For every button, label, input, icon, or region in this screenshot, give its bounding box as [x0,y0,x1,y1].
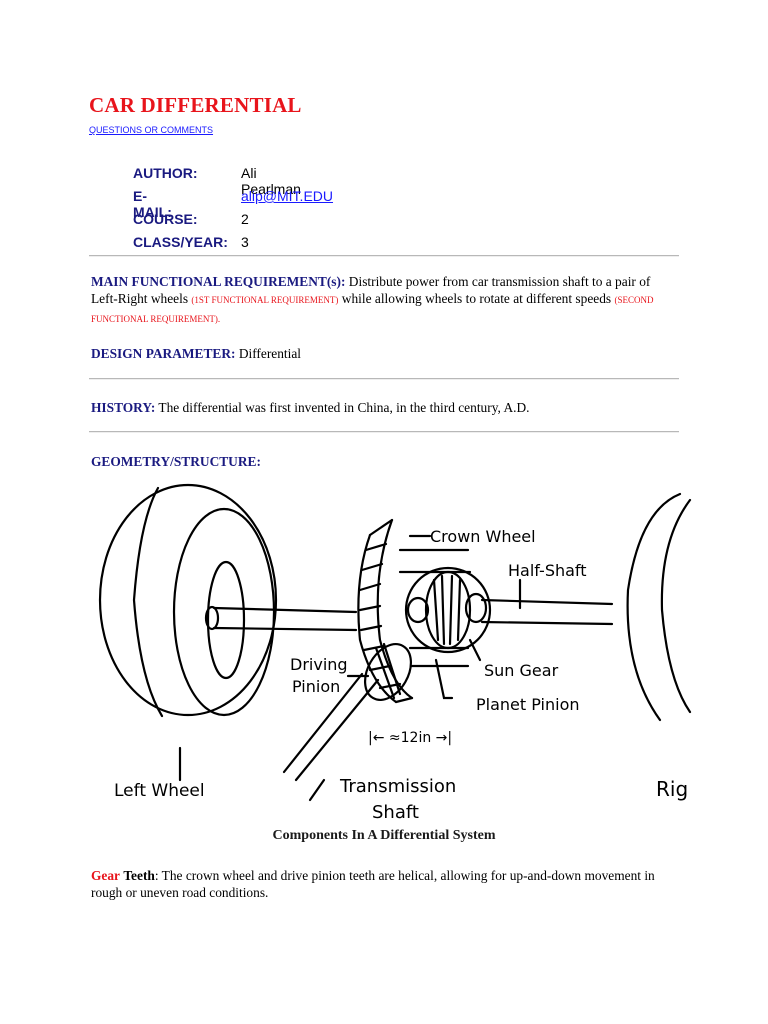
course-value: 2 [241,211,249,227]
author-key: AUTHOR: [133,165,198,181]
teeth-word: Teeth [123,868,155,883]
first-fr-note: (1ST FUNCTIONAL REQUIREMENT) [191,295,339,305]
right-wheel [626,492,692,722]
shaft-label: Shaft [372,802,419,823]
history-label: HISTORY: [91,400,156,415]
class-year-key: CLASS/YEAR: [133,234,228,250]
main-fr-end: . [217,314,221,324]
gear-teeth-text: : The crown wheel and drive pinion teeth… [91,868,655,900]
author-value: Ali Pearlman [241,165,301,197]
transmission-label: Transmission [339,776,456,797]
crown-wheel [357,518,414,704]
sun-gear-label: Sun Gear [484,661,559,680]
page-title: CAR DIFFERENTIAL [89,93,302,117]
pinion-label: Pinion [292,677,340,696]
design-parameter-text: Differential [238,346,302,361]
geometry-label: GEOMETRY/STRUCTURE: [91,454,261,469]
planet-pinion-label: Planet Pinion [476,695,580,714]
half-shaft-label: Half-Shaft [508,561,587,580]
design-parameter-label: DESIGN PARAMETER: [91,346,236,361]
course-key: COURSE: [133,211,198,227]
history: HISTORY: The differential was first inve… [91,399,676,416]
right-axle [480,598,614,626]
left-wheel-label: Left Wheel [114,781,205,801]
differential-diagram: Crown Wheel Half-Shaft Driving Pinion Su… [98,483,692,823]
driving-pinion [363,642,413,701]
main-fr-text-1: Distribute power from car transmission s… [91,274,651,306]
right-wheel-label: Rig [656,777,688,801]
email-link[interactable]: alip@MIT.EDU [241,188,334,204]
class-year-value: 3 [241,234,249,250]
figure-caption: Components In A Differential System [272,828,496,843]
left-axle [212,606,358,614]
design-parameter: DESIGN PARAMETER: Differential [91,345,676,362]
driving-label: Driving [290,655,348,674]
crown-wheel-label: Crown Wheel [430,527,536,546]
divider [89,431,679,433]
second-fr-note: (SECOND FUNCTIONAL REQUIREMENT) [91,295,654,324]
gear-teeth-paragraph: Gear Teeth: The crown wheel and drive pi… [91,867,676,901]
dimension-label: |← ≈12in →| [368,730,452,746]
main-fr-text-2: while allowing wheels to rotate at diffe… [341,291,612,306]
transmission-shaft [282,672,380,782]
divider [89,255,679,257]
questions-comments-link[interactable]: QUESTIONS OR COMMENTS [89,125,214,135]
geometry-heading: GEOMETRY/STRUCTURE: [91,453,676,470]
divider [89,378,679,380]
main-fr-label: MAIN FUNCTIONAL REQUIREMENT(s): [91,274,346,289]
email-key: E-MAIL: [133,188,172,220]
left-wheel [98,483,278,718]
gear-word: Gear [91,868,120,883]
main-functional-requirement: MAIN FUNCTIONAL REQUIREMENT(s): Distribu… [91,273,676,328]
sun-gear [424,570,472,650]
history-text: The differential was first invented in C… [158,400,530,415]
